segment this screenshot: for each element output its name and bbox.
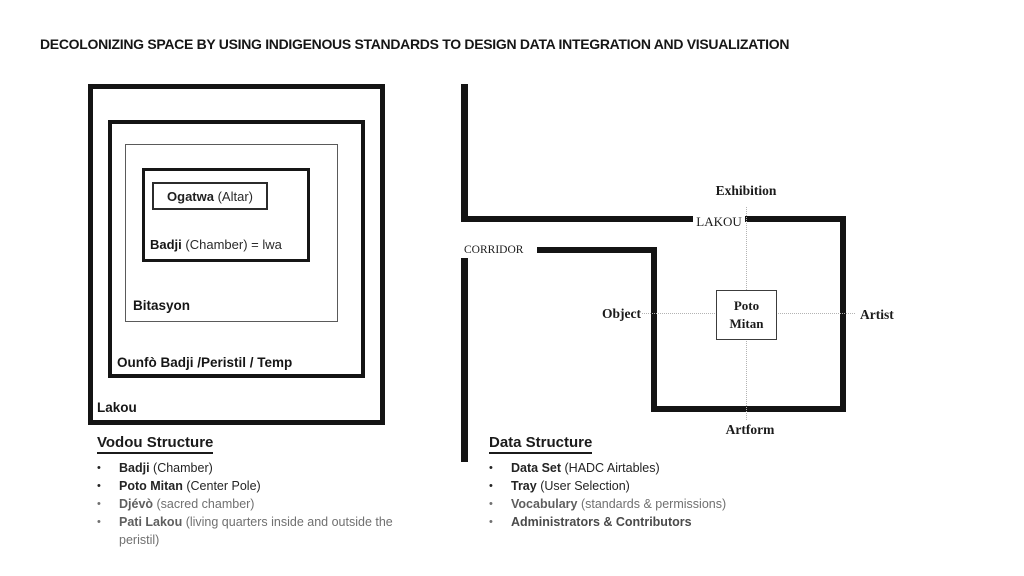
exhibition-label: Exhibition	[715, 183, 777, 198]
list-item-tray: • Tray (User Selection)	[489, 479, 630, 493]
poto-mitan-box: Poto Mitan	[716, 290, 777, 340]
list-item-vocabulary: • Vocabulary (standards & permissions)	[489, 497, 727, 511]
lakou-gap-label: LAKOU	[693, 214, 745, 230]
vodou-structure-heading: Vodou Structure	[97, 434, 214, 454]
poto-mitan-line1: Poto	[733, 298, 760, 314]
badji-label: Badji (Chamber) = lwa	[150, 237, 282, 252]
wall-top-right-segment	[745, 216, 846, 222]
wall-bottom	[651, 406, 846, 412]
poto-mitan-line2: Mitan	[729, 316, 764, 331]
wall-room-left	[651, 248, 657, 412]
ounfo-label: Ounfò Badji /Peristil / Temp	[117, 355, 293, 370]
list-item-data-set: • Data Set (HADC Airtables)	[489, 461, 660, 475]
bullet-icon: •	[489, 516, 493, 528]
bullet-icon: •	[97, 498, 101, 510]
wall-left-upper	[461, 84, 468, 222]
list-item-administrators-contributors: • Administrators & Contributors	[489, 515, 692, 529]
bullet-icon: •	[489, 498, 493, 510]
ounfo-badji-peristil-box	[108, 120, 365, 378]
bitasyon-label: Bitasyon	[133, 298, 191, 313]
list-item-djevo: • Djévò (sacred chamber)	[97, 497, 255, 511]
data-structure-heading: Data Structure	[489, 434, 593, 454]
bullet-icon: •	[97, 480, 101, 492]
object-label: Object	[602, 306, 641, 321]
lakou-label: Lakou	[97, 400, 137, 415]
vodou-structure-list: Vodou Structure • Badji (Chamber) • Poto…	[97, 434, 409, 549]
wall-right	[840, 216, 846, 412]
bullet-icon: •	[489, 462, 493, 474]
ogatwa-altar-box: Ogatwa (Altar)	[152, 182, 268, 210]
wall-left-lower	[461, 258, 468, 462]
data-structure-list: Data Structure • Data Set (HADC Airtable…	[489, 434, 789, 531]
list-item-pati-lakou: • Pati Lakou (living quarters inside and…	[97, 515, 393, 547]
bullet-icon: •	[97, 516, 101, 528]
wall-corridor	[537, 247, 657, 253]
ogatwa-label: Ogatwa (Altar)	[167, 188, 253, 204]
corridor-label: CORRIDOR	[464, 244, 524, 256]
bullet-icon: •	[97, 462, 101, 474]
list-item-poto-mitan: • Poto Mitan (Center Pole)	[97, 479, 261, 493]
list-item-badji: • Badji (Chamber)	[97, 461, 213, 475]
badji-chamber-box	[142, 168, 310, 262]
artist-label: Artist	[860, 307, 894, 322]
lakou-box	[88, 84, 385, 425]
artform-label: Artform	[725, 422, 775, 437]
page-title: DECOLONIZING SPACE BY USING INDIGENOUS S…	[40, 36, 790, 52]
wall-top-left-segment	[461, 216, 693, 222]
bullet-icon: •	[489, 480, 493, 492]
bitasyon-box	[125, 144, 338, 322]
